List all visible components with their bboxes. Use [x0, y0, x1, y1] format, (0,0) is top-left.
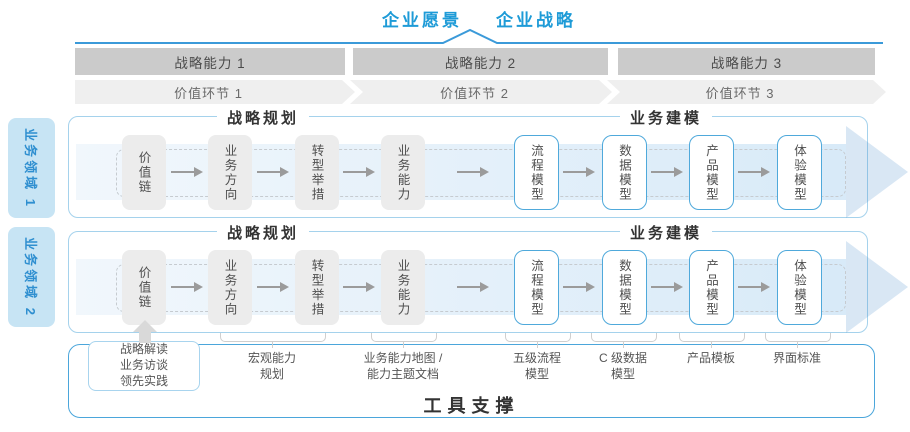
brace-stem — [537, 341, 538, 348]
vision-label: 企业愿景 — [382, 11, 462, 30]
process-box-modeling: 流程模型 — [514, 250, 559, 325]
deliverable-line: 模型 — [610, 367, 636, 382]
process-box-planning: 业务方向 — [208, 135, 252, 210]
process-box-modeling: 数据模型 — [602, 250, 647, 325]
deliverable-label: C 级数据模型 — [599, 350, 647, 382]
value-chain-chevron: 价值环节 3 — [607, 80, 886, 104]
right-arrow-icon — [257, 167, 289, 177]
deliverable-line: 模型 — [524, 367, 550, 382]
deliverable-label: 产品模板 — [687, 350, 735, 366]
deliverable-line: 产品模板 — [686, 351, 736, 365]
process-box-modeling: 体验模型 — [777, 250, 822, 325]
value-chain-chevron: 价值环节 1 — [75, 80, 355, 104]
domain-tab: 业务领域 2 — [8, 227, 55, 327]
deliverable-line: 宏观能力 — [247, 351, 297, 365]
flow-arrowhead-icon — [846, 126, 908, 218]
brace-icon — [765, 333, 831, 342]
right-arrow-icon — [651, 282, 683, 292]
value-chain-chevron: 价值环节 2 — [350, 80, 612, 104]
deliverable-line: 规划 — [259, 367, 285, 382]
right-arrow-icon — [738, 282, 770, 292]
practice-line: 战略解读 — [119, 342, 168, 357]
process-box-modeling: 数据模型 — [602, 135, 647, 210]
brace-icon — [679, 333, 745, 342]
up-arrow-icon — [133, 320, 157, 332]
process-box-modeling: 体验模型 — [777, 135, 822, 210]
up-arrow-shaft — [139, 331, 151, 343]
domain-tab: 业务领域 1 — [8, 118, 55, 218]
brace-stem — [403, 341, 404, 348]
right-arrow-icon — [343, 167, 375, 177]
process-box-planning: 业务能力 — [381, 250, 425, 325]
dashed-track — [116, 149, 846, 197]
deliverable-line: 业务能力地图 / — [363, 351, 443, 365]
deliverable-label: 界面标准 — [773, 350, 821, 366]
section-header: 战略规划 — [216, 222, 310, 243]
deliverable-label: 五级流程模型 — [513, 350, 561, 382]
capability-bar: 战略能力 2 — [353, 48, 608, 75]
brace-icon — [220, 333, 326, 342]
process-box-planning: 价值链 — [122, 250, 166, 325]
process-box-planning: 业务能力 — [381, 135, 425, 210]
capability-bar: 战略能力 3 — [618, 48, 875, 75]
brace-stem — [623, 341, 624, 348]
dashed-track — [116, 264, 846, 312]
process-box-planning: 价值链 — [122, 135, 166, 210]
deliverable-line: 能力主题文档 — [366, 367, 440, 382]
domain-tab-label: 业务领域 1 — [23, 127, 38, 209]
process-box-modeling: 产品模型 — [689, 250, 734, 325]
process-box-planning: 业务方向 — [208, 250, 252, 325]
deliverable-label: 宏观能力规划 — [248, 350, 296, 382]
diagram-title: 企业愿景 企业战略 — [75, 6, 883, 31]
brace-icon — [591, 333, 657, 342]
section-header: 业务建模 — [619, 107, 713, 128]
process-row: 战略规划 业务建模价值链业务方向转型举措业务能力 流程模型数据模型产品模型体验模型 — [68, 222, 908, 333]
brace-stem — [711, 341, 712, 348]
right-arrow-icon — [257, 282, 289, 292]
brace-stem — [797, 341, 798, 348]
domain-tab-label: 业务领域 2 — [23, 236, 38, 318]
right-arrow-icon — [457, 282, 489, 292]
brace-icon — [371, 333, 437, 342]
deliverable-line: 界面标准 — [772, 351, 822, 365]
right-arrow-icon — [171, 282, 203, 292]
practice-line: 业务访谈 — [119, 358, 168, 373]
right-arrow-icon — [343, 282, 375, 292]
section-header: 战略规划 — [216, 107, 310, 128]
capability-bar: 战略能力 1 — [75, 48, 345, 75]
tool-support-title: 工具支撑 — [423, 396, 520, 416]
process-row: 战略规划 业务建模价值链业务方向转型举措业务能力 流程模型数据模型产品模型体验模型 — [68, 107, 908, 218]
process-box-planning: 转型举措 — [295, 135, 339, 210]
deliverable-line: C 级数据 — [598, 351, 648, 365]
process-box-modeling: 流程模型 — [514, 135, 559, 210]
vision-connector-line — [75, 28, 883, 44]
brace-icon — [505, 333, 571, 342]
deliverable-label: 业务能力地图 / 能力主题文档 — [364, 350, 443, 382]
right-arrow-icon — [563, 282, 595, 292]
practice-methods-box: 战略解读 业务访谈 领先实践 — [88, 341, 200, 391]
practice-line: 领先实践 — [119, 373, 168, 388]
right-arrow-icon — [738, 167, 770, 177]
flow-arrowhead-icon — [846, 241, 908, 333]
section-header: 业务建模 — [619, 222, 713, 243]
process-box-modeling: 产品模型 — [689, 135, 734, 210]
right-arrow-icon — [651, 167, 683, 177]
deliverable-line: 五级流程 — [512, 351, 562, 365]
strategy-label: 企业战略 — [496, 11, 576, 30]
brace-stem — [272, 341, 273, 348]
process-box-planning: 转型举措 — [295, 250, 339, 325]
right-arrow-icon — [563, 167, 595, 177]
tool-support-container — [68, 344, 875, 418]
right-arrow-icon — [457, 167, 489, 177]
right-arrow-icon — [171, 167, 203, 177]
